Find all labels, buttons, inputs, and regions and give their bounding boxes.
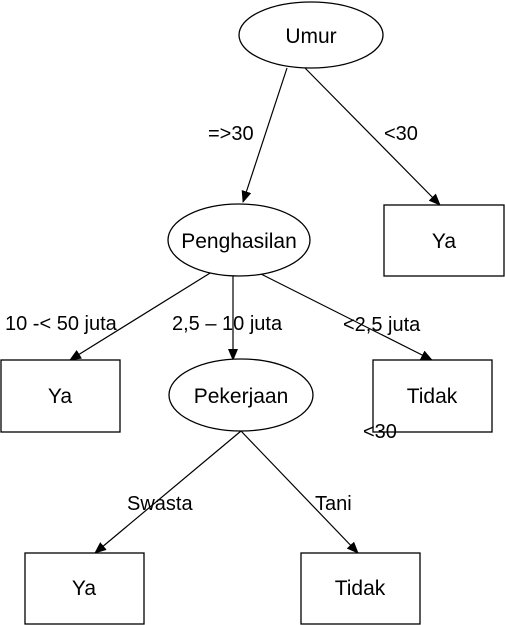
node-ya-income-leaf-label: Ya [48,385,72,408]
node-umur [238,1,384,69]
edge-label-umur-lt-30: <30 [384,123,418,145]
edge-pekerjaan-to-ya [94,430,242,554]
node-ya-root-leaf-label: Ya [432,230,456,253]
edge-label-income-10-50: 10 -< 50 juta [5,313,118,335]
edge-label-income-2-5-10: 2,5 – 10 juta [172,313,283,335]
node-ya-income-leaf [0,359,121,433]
node-tidak-job-leaf-label: Tidak [335,577,386,600]
edge-umur-to-ya [304,67,441,206]
node-pekerjaan-label: Pekerjaan [194,385,289,408]
node-penghasilan-label: Penghasilan [181,230,297,253]
edge-label-tani: Tani [315,493,352,515]
edge-label-income-lt-2-5: <2,5 juta [343,314,421,336]
edge-label-umur-ge-30: =>30 [208,123,254,145]
node-tidak-income-leaf-label: Tidak [407,385,458,408]
node-tidak-income-leaf [372,359,493,433]
node-ya-job-leaf-label: Ya [72,577,96,600]
edge-label-swasta: Swasta [127,493,193,515]
node-umur-label: Umur [285,25,336,48]
edge-umur-to-penghasilan [241,67,288,203]
node-ya-root-leaf [383,204,505,277]
edge-penghasilan-to-tidak [252,269,433,361]
edge-label-stray-lt-30: <30 [363,421,397,443]
node-tidak-job-leaf [300,552,421,625]
node-penghasilan [167,203,311,277]
node-pekerjaan [168,358,314,432]
edge-pekerjaan-to-tidak [240,430,359,554]
edge-penghasilan-to-ya [69,269,216,361]
node-ya-job-leaf [24,552,145,625]
